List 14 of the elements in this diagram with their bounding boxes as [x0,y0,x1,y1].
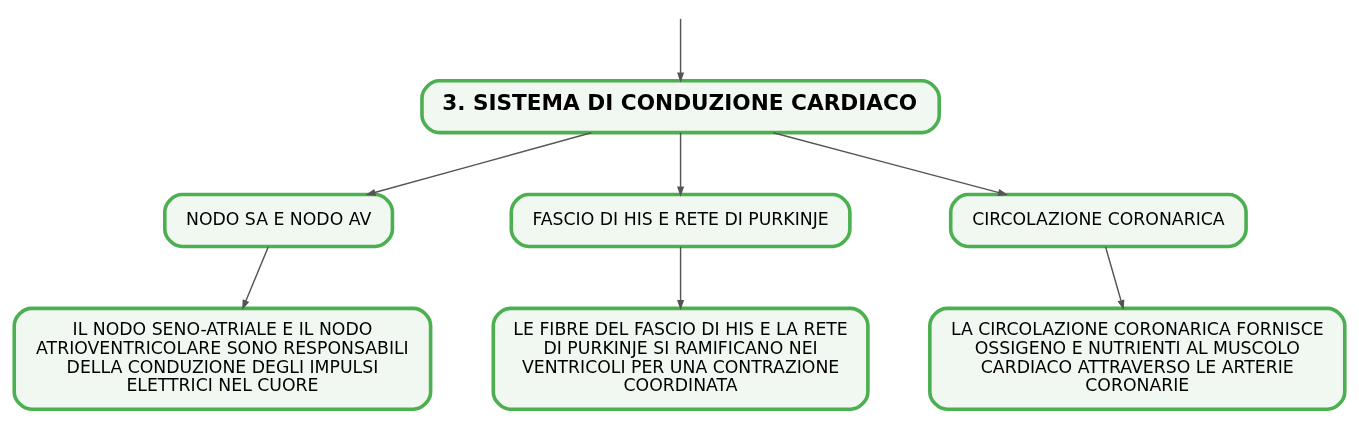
arrow [242,245,270,310]
node-box: CIRCOLAZIONE CORONARICA [948,192,1248,248]
node-box: NODO SA E NODO AV [163,192,395,248]
arrow [677,245,685,310]
arrow [677,131,685,197]
node-box: 3. SISTEMA DI CONDUZIONE CARDIACO [420,78,941,134]
node-box: LA CIRCOLAZIONE CORONARICA FORNISCE OSSIGENO E NUTRIENTI AL MUSCOLO CARDIACO ATTRAVERSO LE ARTERIE CORONARIE [928,306,1347,411]
arrow [1104,245,1125,310]
node-box: IL NODO SENO-ATRIALE E IL NODO ATRIOVENTRICOLARE SONO RESPONSABILI DELLA CONDUZIONE DEGLI IMPULSI ELETTRICI NEL CUORE [12,306,433,411]
arrow [677,17,685,83]
node-box: LE FIBRE DEL FASCIO DI HIS E LA RETE DI PURKINJE SI RAMIFICANO NEI VENTRICOLI PER UNA CONTRAZIONE COORDINATA [491,306,870,411]
node-box: FASCIO DI HIS E RETE DI PURKINJE [509,192,852,248]
arrow [772,131,1009,196]
arrow [365,131,593,196]
